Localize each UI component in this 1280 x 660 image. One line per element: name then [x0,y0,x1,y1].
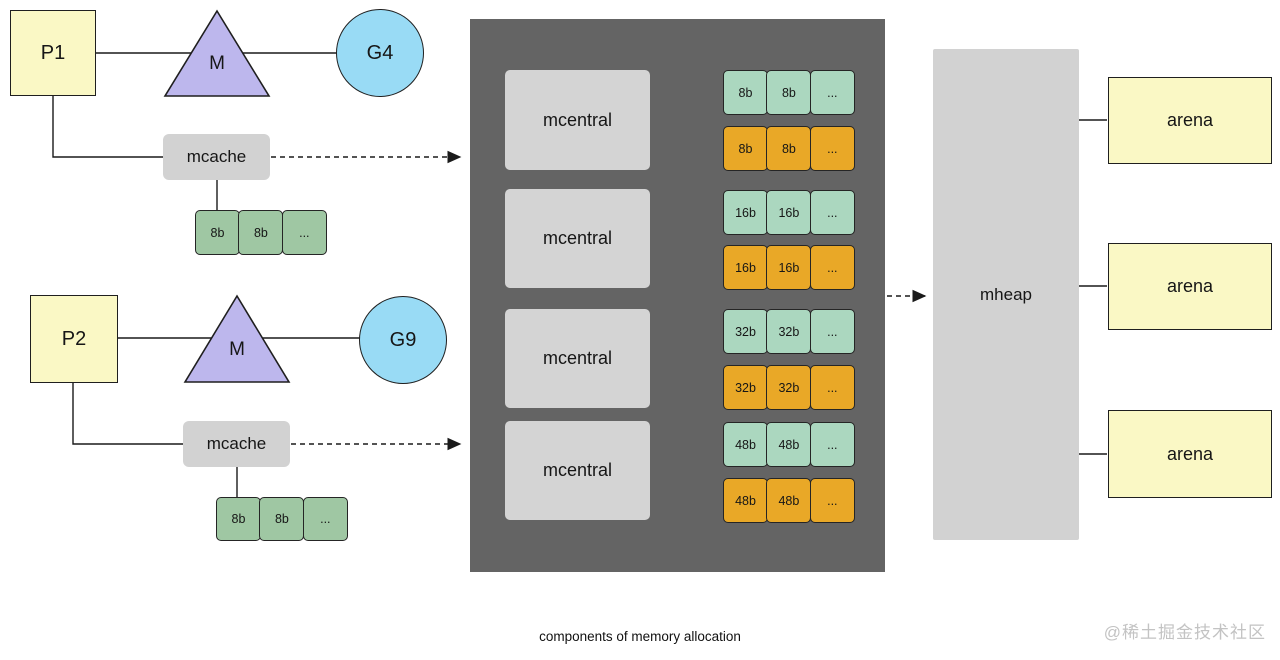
span-cell: 8b [766,70,812,115]
span-row-48b-used: 48b 48b ... [723,478,855,523]
span-cell: 8b [766,126,812,171]
cache-cell: ... [302,497,348,541]
arena-box-3: arena [1108,410,1272,498]
p1-label: P1 [40,41,66,64]
span-row-8b-used: 8b 8b ... [723,126,855,171]
span-row-32b-free: 32b 32b ... [723,309,855,354]
mcentral-label: mcentral [542,460,613,480]
cache-cell: 8b [216,497,261,541]
cache-cell: ... [281,210,327,255]
span-row-8b-free: 8b 8b ... [723,70,855,115]
span-row-32b-used: 32b 32b ... [723,365,855,410]
arena-label: arena [1166,276,1214,296]
mcentral-box-2: mcentral [505,189,650,288]
mcache-cells-1: 8b 8b ... [195,210,327,255]
g4-node: G4 [336,9,424,97]
arena-label: arena [1166,110,1214,130]
mcentral-box-4: mcentral [505,421,650,520]
span-cell: 16b [723,245,768,290]
span-cell: 32b [766,365,812,410]
span-cell: 16b [766,245,812,290]
m-label-2: M [229,339,245,360]
mcache-box-1: mcache [163,134,270,180]
g9-node: G9 [359,296,447,384]
p1-node: P1 [10,10,96,96]
span-cell: 8b [723,126,768,171]
span-cell: ... [809,70,855,115]
arena-box-1: arena [1108,77,1272,164]
span-row-16b-free: 16b 16b ... [723,190,855,235]
span-cell: 48b [723,478,768,523]
mcache-label-1: mcache [186,147,247,166]
span-cell: 32b [723,309,768,354]
m-triangle-2 [183,294,291,383]
span-cell: 48b [766,422,812,467]
p2-label: P2 [61,327,87,350]
span-cell: ... [809,309,855,354]
span-cell: ... [809,422,855,467]
g4-label: G4 [366,41,394,64]
mcentral-label: mcentral [542,348,613,368]
p2-node: P2 [30,295,118,383]
span-cell: ... [809,245,855,290]
mcentral-label: mcentral [542,109,613,130]
span-row-48b-free: 48b 48b ... [723,422,855,467]
span-cell: ... [809,190,855,235]
diagram-caption: components of memory allocation [539,629,741,644]
mheap-box: mheap [933,49,1079,540]
span-cell: 16b [766,190,812,235]
g9-label: G9 [389,328,417,351]
mcentral-label: mcentral [542,228,613,248]
mcentral-box-3: mcentral [505,309,650,408]
mcache-cells-2: 8b 8b ... [216,497,348,541]
cache-cell: 8b [238,210,284,255]
m-label-1: M [209,53,225,74]
span-cell: ... [809,126,855,171]
mcentral-box-1: mcentral [505,70,650,170]
span-row-16b-used: 16b 16b ... [723,245,855,290]
span-cell: 48b [723,422,768,467]
mheap-label: mheap [980,284,1032,304]
cache-cell: 8b [195,210,240,255]
span-cell: 48b [766,478,812,523]
watermark: @稀土掘金技术社区 [1103,623,1266,642]
m-triangle-1 [163,9,271,97]
span-cell: ... [809,478,855,523]
span-cell: 8b [723,70,768,115]
span-cell: ... [809,365,855,410]
arena-label: arena [1166,443,1214,464]
span-cell: 16b [723,190,768,235]
mcache-box-2: mcache [183,421,290,467]
mcache-label-2: mcache [206,434,267,453]
span-cell: 32b [766,309,812,354]
arena-box-2: arena [1108,243,1272,330]
span-cell: 32b [723,365,768,410]
cache-cell: 8b [259,497,305,541]
